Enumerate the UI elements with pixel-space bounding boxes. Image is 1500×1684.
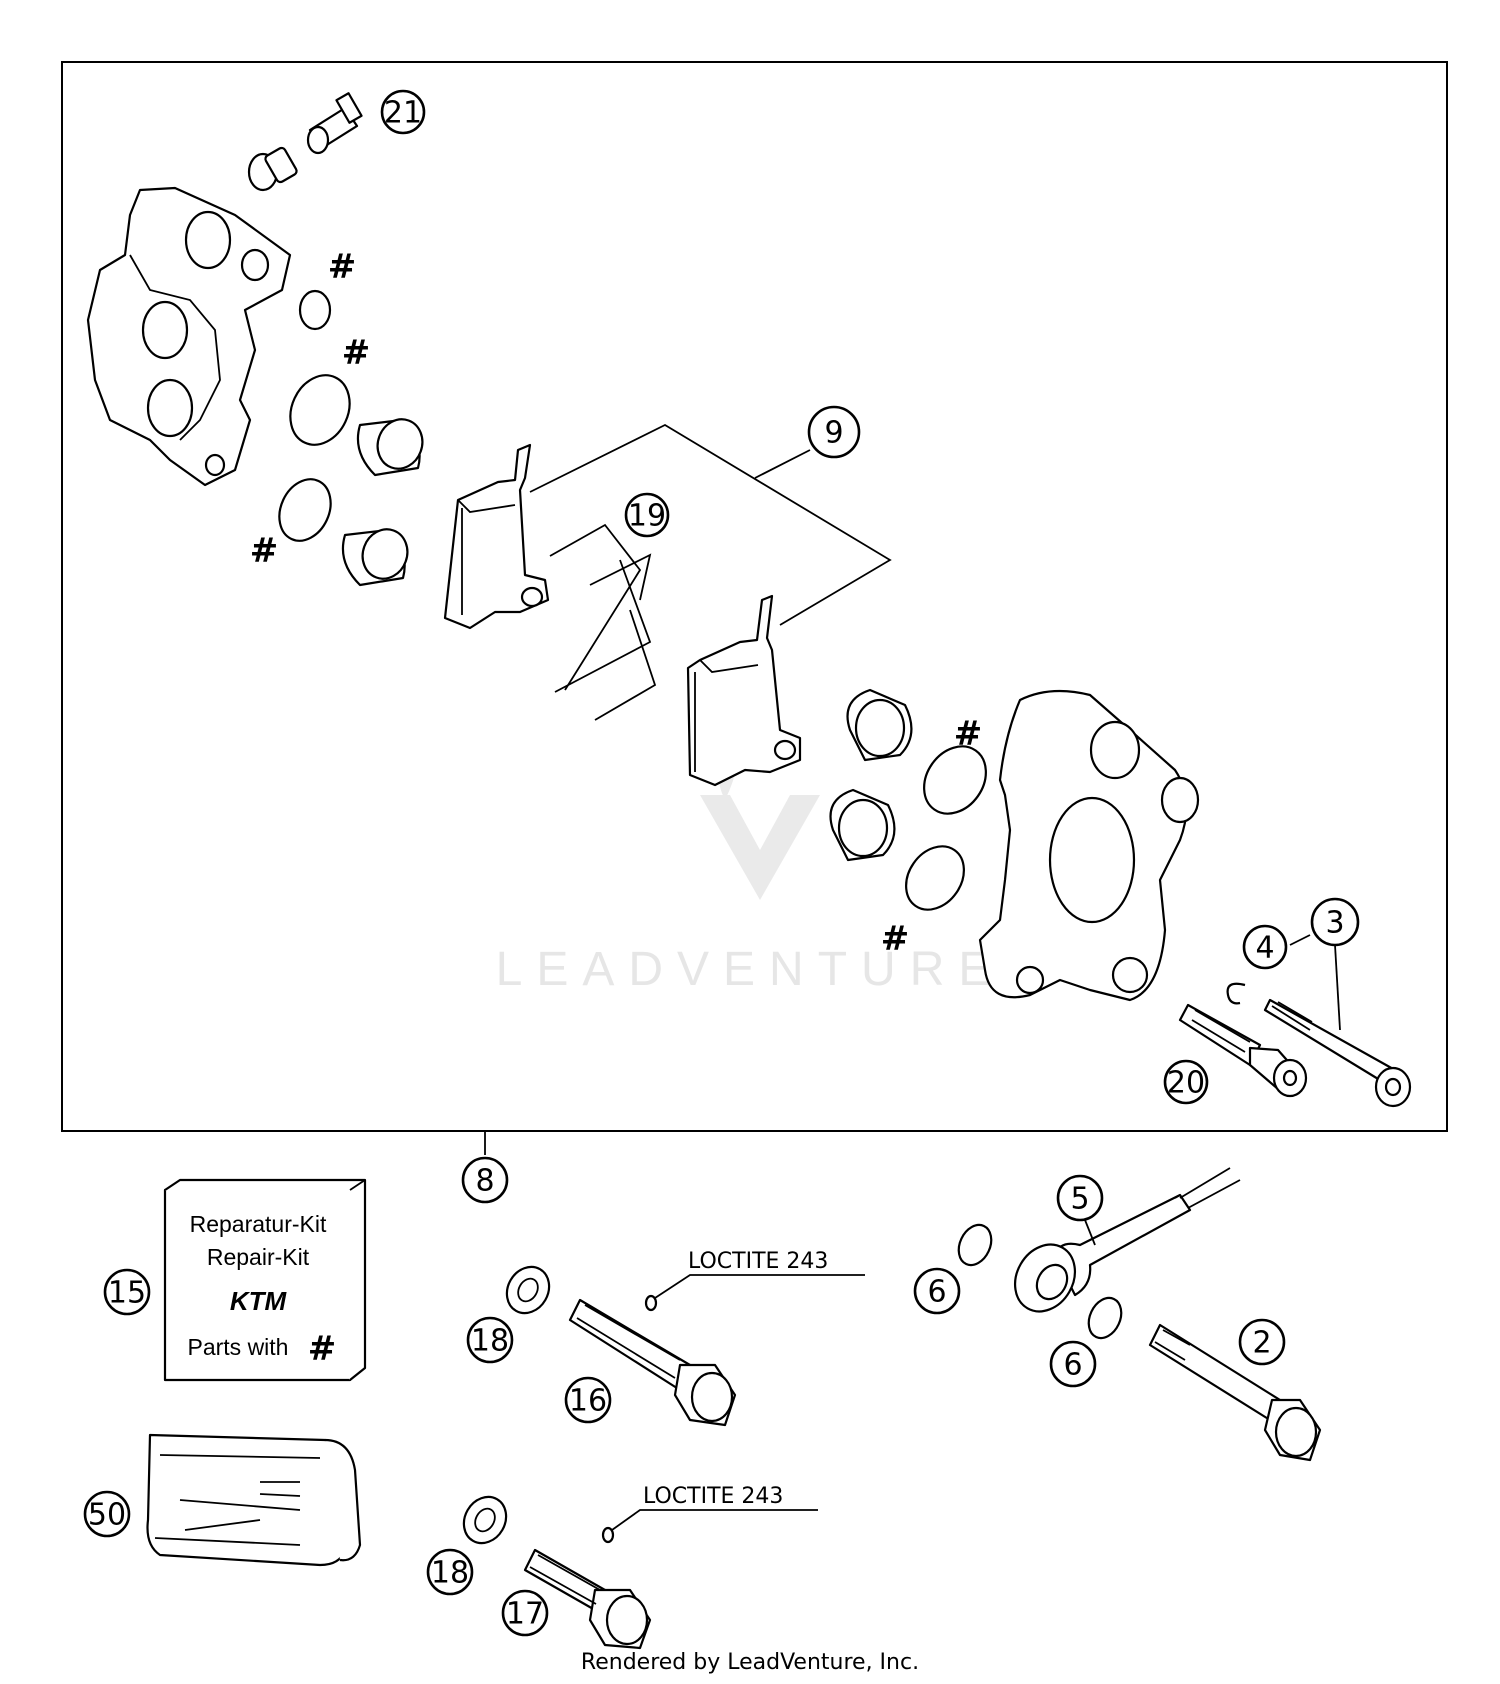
caliper-half-left (86, 186, 292, 487)
svg-text:4: 4 (1255, 931, 1274, 966)
caliper-pin-long (1263, 998, 1412, 1108)
hash-mark: # (881, 919, 910, 959)
callout-leader (1084, 1219, 1096, 1246)
callout-20: 20 (1163, 1059, 1209, 1105)
mounting-bolt-long (568, 1298, 737, 1427)
callout-5: 5 (1056, 1174, 1104, 1222)
callout-17: 17 (501, 1589, 549, 1637)
callout-21: 21 (380, 89, 426, 135)
callout-6-lower: 6 (1049, 1340, 1097, 1388)
watermark-text: LEADVENTURE (496, 943, 1005, 996)
piston-left-upper (356, 418, 424, 477)
svg-text:20: 20 (1167, 1066, 1205, 1101)
sealing-washer-lower (1087, 1296, 1123, 1340)
svg-text:3: 3 (1325, 906, 1344, 941)
pad-group-bracket (529, 423, 892, 626)
manual-packet (146, 1433, 362, 1567)
svg-text:50: 50 (88, 1498, 126, 1533)
hash-mark: # (342, 333, 371, 373)
washer-lower-hole (474, 1507, 496, 1533)
hash-mark: # (954, 714, 983, 754)
assembly-frame (61, 61, 1448, 1132)
bleeder-screw (247, 92, 363, 192)
loctite-leader (654, 1274, 865, 1299)
callout-leader (1334, 944, 1341, 1031)
svg-text:16: 16 (569, 1384, 607, 1419)
svg-text:18: 18 (471, 1324, 509, 1359)
brake-line-fitting (1013, 1167, 1241, 1313)
svg-text:17: 17 (506, 1597, 544, 1632)
svg-text:6: 6 (1063, 1348, 1082, 1383)
brake-pad-left (443, 443, 550, 630)
svg-text:21: 21 (384, 96, 422, 131)
sealing-washer-upper (957, 1223, 993, 1267)
svg-text:18: 18 (431, 1556, 469, 1591)
svg-text:2: 2 (1252, 1326, 1271, 1361)
footer-credit: Rendered by LeadVenture, Inc. (580, 1650, 920, 1675)
washer-upper-hole (517, 1277, 539, 1303)
seal-ring-right-lower (905, 845, 965, 911)
repair-kit-line2: Repair-Kit (207, 1244, 310, 1270)
seal-ring-right-upper (923, 745, 987, 815)
callout-leader (1289, 934, 1311, 946)
callout-leader (754, 449, 811, 479)
svg-text:19: 19 (628, 499, 666, 534)
callout-18-upper: 18 (466, 1316, 514, 1364)
loctite-drop (601, 1526, 615, 1544)
callout-4: 4 (1242, 924, 1288, 970)
callout-8: 8 (461, 1156, 509, 1204)
callout-6-upper: 6 (913, 1267, 961, 1315)
piston-right-lower (829, 788, 896, 862)
loctite-leader (611, 1509, 818, 1531)
hash-mark: # (308, 1329, 337, 1369)
callout-15: 15 (103, 1268, 151, 1316)
callout-19: 19 (624, 492, 670, 538)
repair-kit-line1: Reparatur-Kit (190, 1211, 327, 1237)
callout-50: 50 (83, 1490, 131, 1538)
seal-ring-small-left (298, 289, 332, 331)
loctite-label: LOCTITE 243 (688, 1249, 828, 1274)
brake-pad-right (686, 594, 802, 787)
svg-text:6: 6 (927, 1275, 946, 1310)
repair-kit-line3: Parts with (188, 1334, 289, 1360)
pad-spring (549, 523, 657, 721)
mounting-bolt-short (523, 1548, 652, 1650)
caliper-bolt-short (1178, 1003, 1308, 1098)
loctite-label: LOCTITE 243 (643, 1484, 783, 1509)
caliper-half-right (978, 689, 1200, 1002)
circlip (1226, 982, 1246, 1005)
callout-3: 3 (1310, 897, 1360, 947)
banjo-bolt (1148, 1323, 1322, 1462)
callout-2: 2 (1238, 1318, 1286, 1366)
callout-18-lower: 18 (426, 1548, 474, 1596)
svg-text:15: 15 (108, 1276, 146, 1311)
repair-kit-box (163, 1178, 367, 1382)
callout-16: 16 (564, 1376, 612, 1424)
piston-right-upper (846, 688, 913, 762)
washer-upper (505, 1265, 551, 1315)
brand-logo-text: KTM (230, 1286, 288, 1316)
piston-left-lower (341, 528, 409, 587)
svg-text:8: 8 (475, 1164, 494, 1199)
svg-text:5: 5 (1070, 1182, 1089, 1217)
hash-mark: # (328, 247, 357, 287)
callout-9: 9 (807, 405, 861, 459)
loctite-drop (644, 1294, 658, 1312)
washer-lower (462, 1495, 508, 1545)
hash-mark: # (250, 531, 279, 571)
seal-ring-left-lower (278, 478, 332, 542)
seal-ring-left-upper (289, 374, 351, 446)
svg-text:9: 9 (824, 416, 843, 451)
